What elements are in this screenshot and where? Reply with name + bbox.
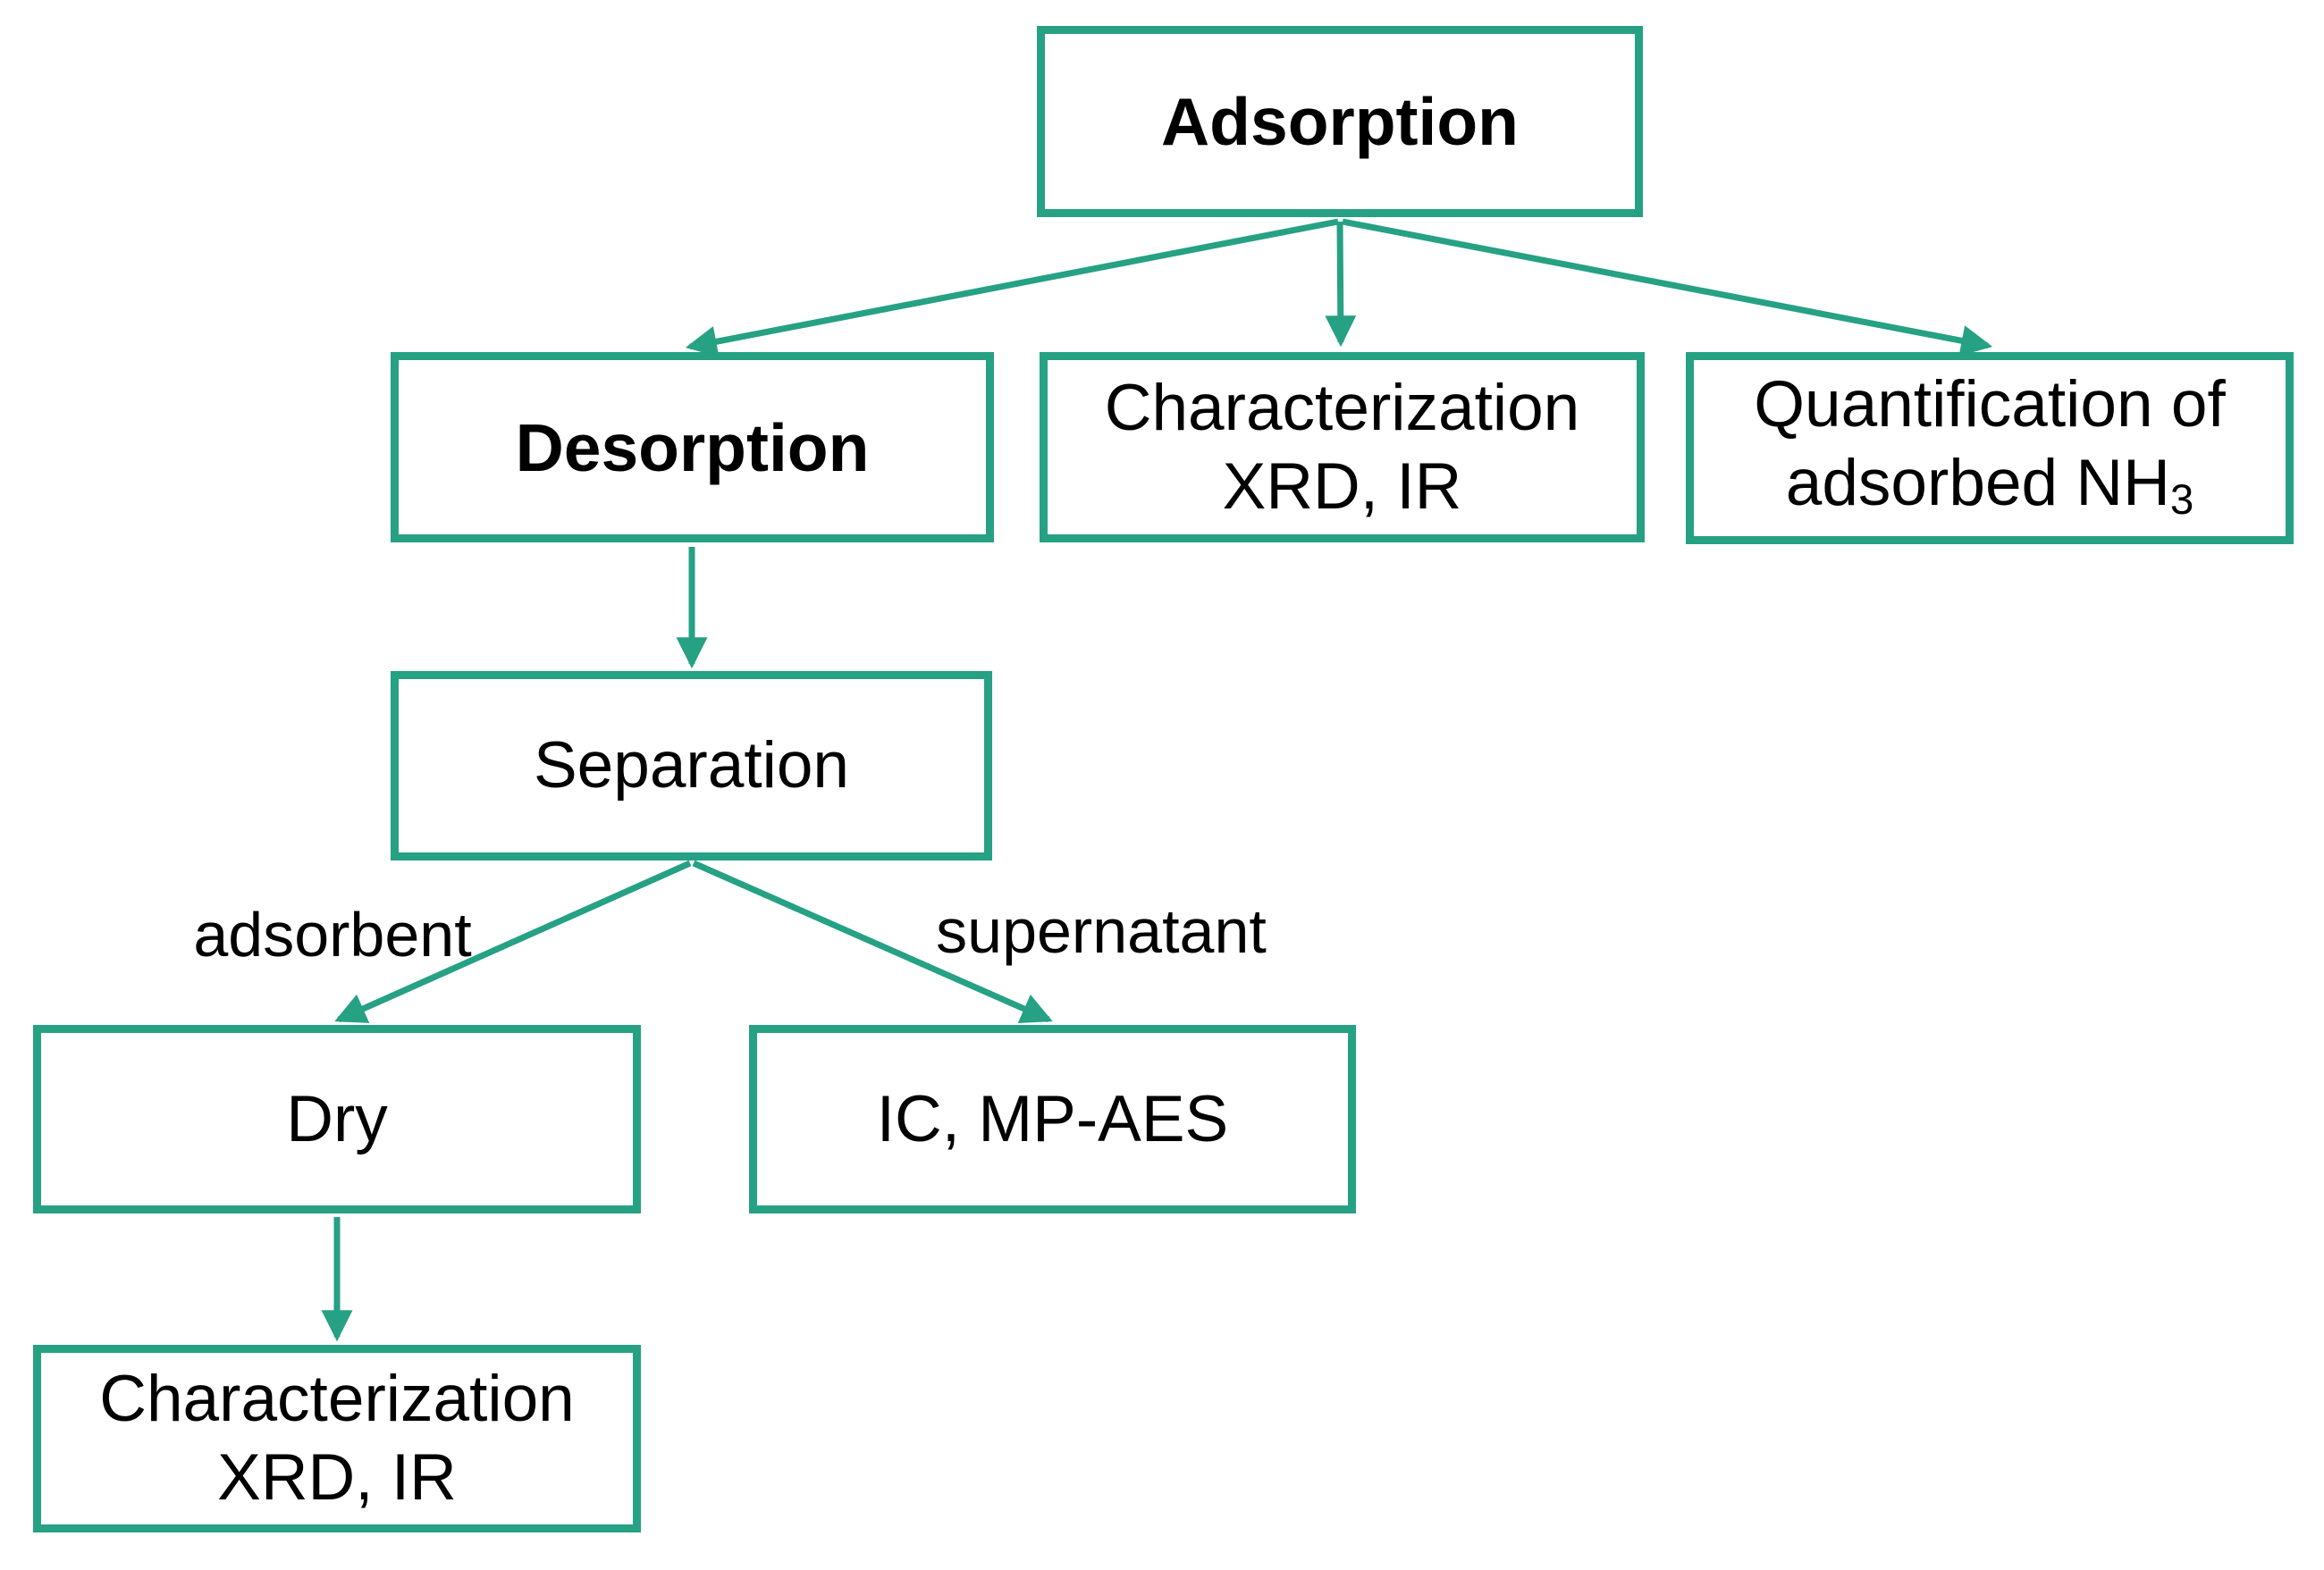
edge-label-adsorbent: adsorbent xyxy=(193,900,472,970)
node-adsorption: Adsorption xyxy=(1037,26,1643,217)
node-dry-label: Dry xyxy=(286,1082,388,1155)
arrow-separation-to-dry xyxy=(334,860,692,1023)
edge-label-supernatant: supernatant xyxy=(936,896,1267,966)
node-quantification-line2-text: adsorbed NH xyxy=(1785,447,2170,519)
node-desorption: Desorption xyxy=(391,352,994,542)
node-separation: Separation xyxy=(391,671,992,861)
node-dry: Dry xyxy=(33,1025,641,1213)
node-quantification: Quantification of adsorbed NH3 xyxy=(1686,352,2294,544)
node-characterization-top: Characterization XRD, IR xyxy=(1040,352,1645,542)
arrow-separation-to-ic xyxy=(692,860,1053,1024)
arrow-adsorption-to-characterization xyxy=(1325,221,1357,348)
node-characterization-bottom-line2: XRD, IR xyxy=(217,1441,457,1514)
node-separation-label: Separation xyxy=(533,729,850,802)
node-ic-mp-aes-label: IC, MP-AES xyxy=(876,1082,1229,1155)
node-adsorption-label: Adsorption xyxy=(1161,84,1519,159)
node-quantification-line1: Quantification of xyxy=(1754,368,2226,441)
node-characterization-bottom-line1: Characterization xyxy=(99,1363,575,1435)
node-characterization-top-line2: XRD, IR xyxy=(1222,449,1462,523)
node-quantification-line2: adsorbed NH3 xyxy=(1786,444,2194,531)
node-desorption-label: Desorption xyxy=(515,409,870,485)
node-quantification-subscript: 3 xyxy=(2169,476,2194,525)
node-characterization-bottom: Characterization XRD, IR xyxy=(33,1345,641,1532)
node-characterization-top-line1: Characterization xyxy=(1104,371,1580,444)
arrow-adsorption-to-desorption xyxy=(685,218,1339,357)
arrow-adsorption-to-quantification xyxy=(1342,218,1993,357)
node-ic-mp-aes: IC, MP-AES xyxy=(749,1025,1356,1213)
